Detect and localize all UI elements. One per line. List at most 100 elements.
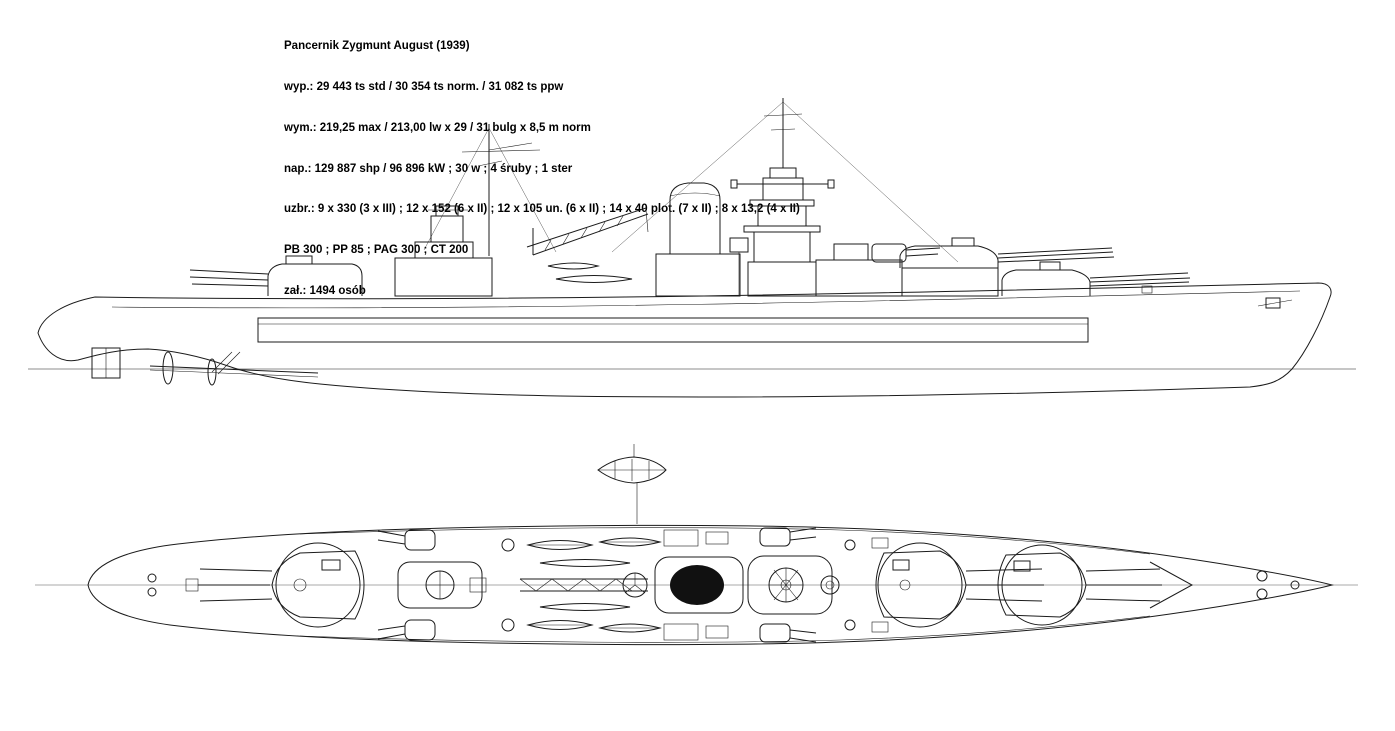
aft-deckhouse [394,257,493,297]
boat [547,262,600,270]
turret-rangefinder [892,559,910,571]
gun-barrel [789,527,817,533]
gun-barrel [189,276,269,281]
detached-ships-boat [597,444,667,524]
turret-a-plan [997,544,1162,626]
prop-shaft [149,365,319,374]
gun-barrel [997,247,1113,255]
aft-superstructure-side [394,124,541,297]
gun-barrel [377,625,406,631]
gun-barrel [189,269,269,275]
main-turret-a-side [1001,261,1191,296]
secondary-turret [404,529,436,551]
gun-barrel [377,539,406,545]
turret-b-plan [875,542,1044,628]
bridge-platform [749,199,815,207]
funnel-plan [654,529,744,641]
boat [555,275,633,283]
spec-armament: uzbr.: 9 x 330 (3 x III) ; 12 x 152 (6 x… [284,203,800,216]
barbette [275,542,361,628]
boat [539,559,631,567]
secondary-turret [759,527,791,547]
gun-barrel [377,530,406,537]
turret-rangefinder [285,255,313,265]
crane-boom [526,207,647,248]
turret-rangefinder [321,559,341,571]
spec-displacement: wyp.: 29 443 ts std / 30 354 ts norm. / … [284,80,564,93]
aft-main-turret-side [189,255,363,296]
deck-edge-line [111,290,1301,309]
secondary-turret [871,243,907,263]
turret-rangefinder [1039,261,1061,271]
conning-tower-plan [820,575,840,595]
bow-fittings-plan [1149,561,1300,609]
funnel-opening [670,565,724,605]
bow-fittings-side [1141,285,1293,309]
gun-barrel [199,568,273,572]
gun-barrel [1089,281,1190,287]
armor-belt [257,317,1089,343]
catapult-plan [519,572,648,598]
aft-director-tower [430,215,464,243]
bridge-plan [747,555,840,615]
secondary-turret [759,623,791,643]
bulge-lines [299,527,1151,643]
mast-yard [461,149,541,153]
capstan [1290,580,1300,590]
barbette [877,542,963,628]
forward-deckhouse [815,259,903,297]
gun-barrel [997,251,1114,259]
gun-barrel [789,629,817,634]
breakwater [1149,561,1194,609]
aa-mount [844,619,856,631]
aa-mount [871,537,889,549]
boat [539,603,631,611]
ship-title: Pancernik Zygmunt August (1939) [284,40,470,53]
aa-mount [871,621,889,633]
gun-barrel [965,568,1043,572]
gun-barrel [1085,568,1161,572]
turret-rangefinder [1013,560,1031,572]
gun-barrel [377,633,406,640]
side-profile-view [28,98,1356,398]
aa-mount [501,618,515,632]
propeller [207,358,217,386]
spec-crew: zał.: 1494 osób [284,284,366,297]
hawse-pipe [1256,570,1268,582]
spec-dimensions: wym.: 219,25 max / 213,00 lw x 29 / 31 b… [284,121,591,134]
funnel-cap [669,192,721,197]
funnel-side [655,182,749,297]
forward-superstructure-side [815,243,941,297]
gun-barrel [905,247,941,251]
gun-barrel [965,598,1043,602]
searchlight-platform [729,237,749,253]
gun-barrel [1089,272,1189,279]
spec-armor: PB 300 ; PP 85 ; PAG 300 ; CT 200 [284,244,469,257]
aa-mount [501,538,515,552]
spec-propulsion: nap.: 129 887 shp / 96 896 kW ; 30 w ; 4… [284,162,573,175]
funnel [669,182,721,254]
gun-barrel [191,283,269,287]
hawse-pipe [1256,588,1268,600]
bridge-platform [743,225,821,233]
gun-barrel [789,637,817,643]
boats-plan [526,537,662,633]
propeller [162,351,174,385]
secondary-turrets-plan [377,527,889,643]
aa-mount [844,539,856,551]
anchor [1265,297,1281,309]
gun-barrel [199,598,273,602]
gun-barrel [789,536,817,541]
gun-barrel [905,253,939,257]
main-turret-b-side [899,237,1115,297]
spec-block: Pancernik Zygmunt August (1939) wyp.: 29… [284,13,800,326]
barbette [1001,544,1083,626]
secondary-turret [404,619,436,641]
mast-yard [763,113,803,117]
aft-superstructure-plan [397,561,487,609]
bridge-tower-side [730,98,835,297]
gun-barrel [1085,598,1161,602]
fire-director [769,167,797,179]
